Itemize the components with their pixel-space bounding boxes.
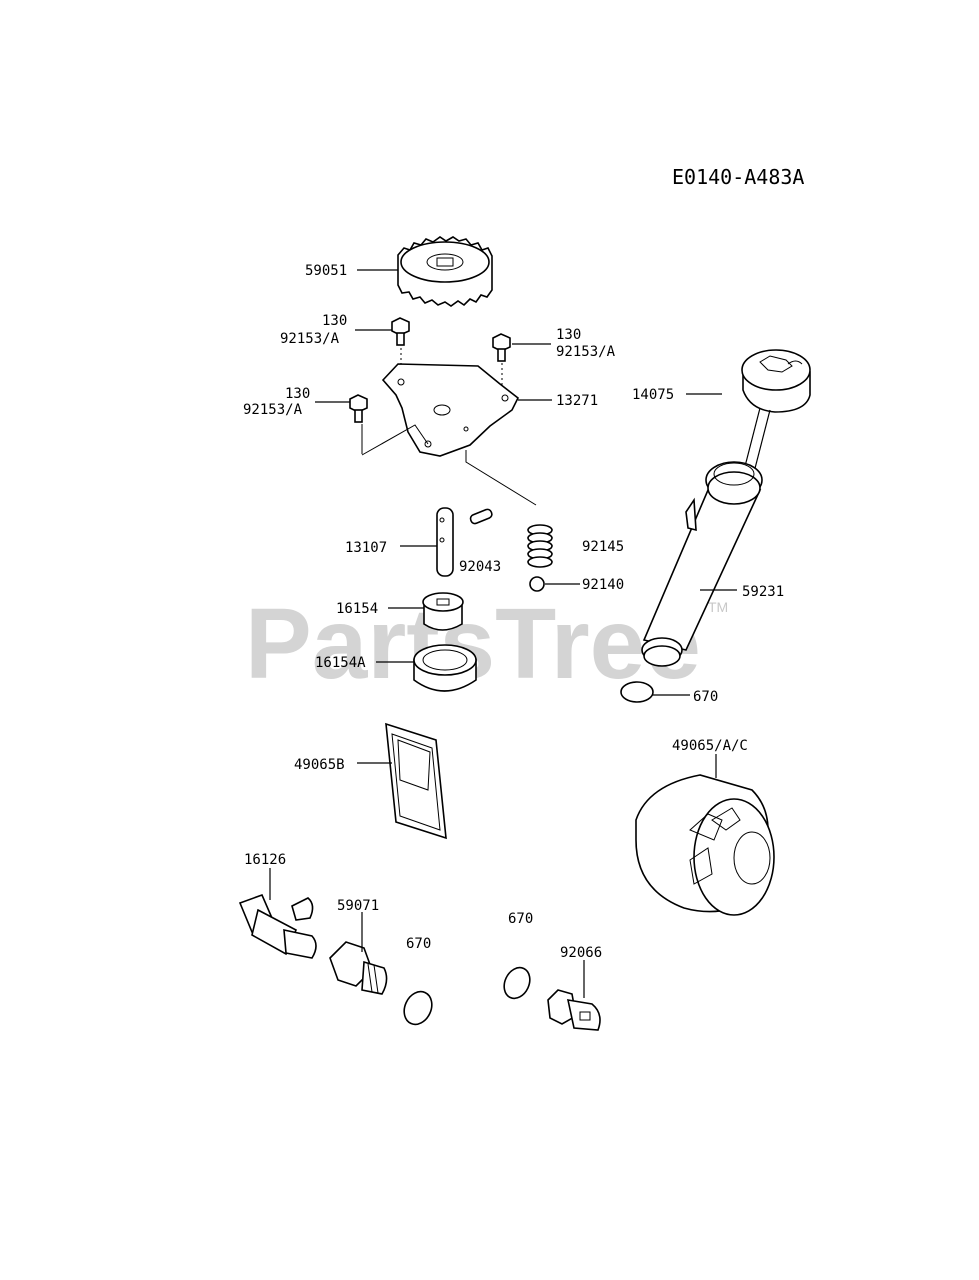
label-130b[interactable]: 130 (556, 327, 581, 343)
label-92145[interactable]: 92145 (582, 539, 624, 555)
part-13107-relief-pin[interactable] (436, 507, 454, 577)
part-92140-ball[interactable] (529, 576, 545, 592)
part-670-oring-b[interactable] (399, 987, 437, 1029)
part-59231-filler-tube[interactable] (641, 461, 763, 667)
part-13271-cover-plate[interactable] (381, 363, 520, 457)
label-59231[interactable]: 59231 (742, 584, 784, 600)
part-59071-fitting[interactable] (329, 941, 388, 995)
leader-plate-spring (465, 450, 537, 506)
part-16154-inner-rotor[interactable] (422, 592, 464, 631)
label-16126[interactable]: 16126 (244, 852, 286, 868)
label-670b[interactable]: 670 (406, 936, 431, 952)
part-130-bolt-a[interactable] (391, 317, 410, 346)
part-16154a-outer-rotor[interactable] (413, 644, 477, 692)
label-13271[interactable]: 13271 (556, 393, 598, 409)
part-49065b-strainer[interactable] (385, 722, 447, 840)
label-670a[interactable]: 670 (693, 689, 718, 705)
part-14075-dipstick-cap[interactable] (741, 349, 811, 481)
label-130c[interactable]: 130 (285, 386, 310, 402)
part-130-bolt-b[interactable] (492, 333, 511, 362)
label-92140[interactable]: 92140 (582, 577, 624, 593)
label-92066[interactable]: 92066 (560, 945, 602, 961)
label-59071[interactable]: 59071 (337, 898, 379, 914)
label-16154[interactable]: 16154 (336, 601, 378, 617)
label-59051[interactable]: 59051 (305, 263, 347, 279)
part-92145-spring[interactable] (527, 524, 553, 568)
part-670-oring-a[interactable] (620, 681, 654, 703)
part-59051-gear[interactable] (397, 236, 493, 307)
label-130a[interactable]: 130 (322, 313, 347, 329)
label-14075[interactable]: 14075 (632, 387, 674, 403)
label-16154a[interactable]: 16154A (315, 655, 366, 671)
label-49065ac[interactable]: 49065/A/C (672, 738, 748, 754)
watermark-tm: TM (708, 599, 728, 615)
label-670c[interactable]: 670 (508, 911, 533, 927)
leader-plate-hole (361, 424, 429, 456)
part-92066-plug[interactable] (547, 989, 601, 1031)
label-92043[interactable]: 92043 (459, 559, 501, 575)
label-92153b[interactable]: 92153/A (556, 344, 616, 360)
part-16126-drain-valve[interactable] (238, 893, 317, 959)
label-92153c[interactable]: 92153/A (243, 402, 303, 418)
part-92043-pin[interactable] (469, 508, 493, 525)
label-49065b[interactable]: 49065B (294, 757, 345, 773)
part-670-oring-c[interactable] (499, 963, 534, 1002)
label-92153a[interactable]: 92153/A (280, 331, 340, 347)
label-13107[interactable]: 13107 (345, 540, 387, 556)
diagram-code: E0140-A483A (672, 165, 804, 189)
part-49065-oil-filter[interactable] (635, 774, 775, 916)
part-130-bolt-c[interactable] (349, 394, 368, 423)
